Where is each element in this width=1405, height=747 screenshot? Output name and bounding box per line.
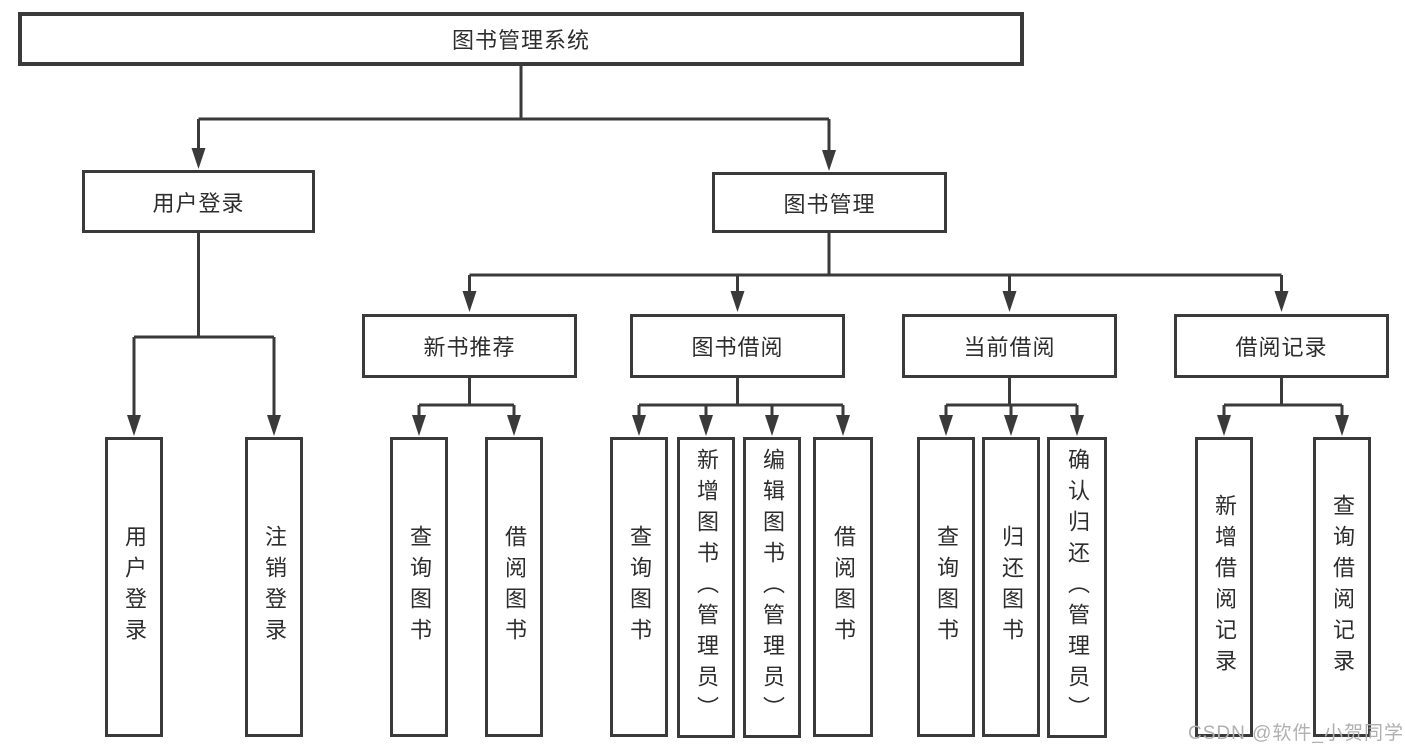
leaf-label: 新增图书（管理员） bbox=[694, 448, 719, 727]
leaf-label: 查询图书 bbox=[934, 525, 959, 649]
leaf-label: 查询借阅记录 bbox=[1330, 494, 1355, 680]
leaf-label: 借阅图书 bbox=[502, 525, 527, 649]
leaf-label: 查询图书 bbox=[407, 525, 432, 649]
leaf-label: 确认归还（管理员） bbox=[1065, 448, 1090, 727]
leaf-confirm-return-admin: 确认归还（管理员） bbox=[1047, 437, 1107, 738]
leaf-label: 借阅图书 bbox=[831, 525, 856, 649]
leaf-add-borrow-record: 新增借阅记录 bbox=[1195, 437, 1253, 737]
leaf-label: 查询图书 bbox=[627, 525, 652, 649]
node-library-management-system: 图书管理系统 bbox=[18, 12, 1024, 66]
leaf-query-books-2: 查询图书 bbox=[610, 437, 668, 737]
leaf-borrow-books-1: 借阅图书 bbox=[485, 437, 543, 737]
leaf-query-books-1: 查询图书 bbox=[390, 437, 448, 737]
node-new-book-recommend: 新书推荐 bbox=[362, 314, 577, 378]
node-borrow-records: 借阅记录 bbox=[1174, 314, 1389, 378]
node-current-borrow: 当前借阅 bbox=[902, 314, 1117, 378]
leaf-query-borrow-record: 查询借阅记录 bbox=[1313, 437, 1371, 737]
leaf-label: 编辑图书（管理员） bbox=[760, 448, 785, 727]
leaf-logout: 注销登录 bbox=[245, 437, 303, 737]
leaf-add-books-admin: 新增图书（管理员） bbox=[677, 437, 735, 738]
leaf-query-books-3: 查询图书 bbox=[917, 437, 975, 737]
leaf-label: 归还图书 bbox=[999, 525, 1024, 649]
node-user-login: 用户登录 bbox=[82, 170, 315, 233]
leaf-label: 注销登录 bbox=[262, 525, 287, 649]
node-book-management: 图书管理 bbox=[712, 172, 947, 233]
leaf-return-books: 归还图书 bbox=[982, 437, 1040, 737]
leaf-borrow-books-2: 借阅图书 bbox=[813, 437, 873, 737]
leaf-label: 新增借阅记录 bbox=[1212, 494, 1237, 680]
arrowheads bbox=[127, 148, 1349, 436]
leaf-user-login: 用户登录 bbox=[105, 437, 163, 737]
leaf-label: 用户登录 bbox=[122, 525, 147, 649]
watermark: CSDN @软件_小贺同学 bbox=[1188, 723, 1404, 744]
leaf-edit-books-admin: 编辑图书（管理员） bbox=[743, 437, 801, 738]
node-book-borrow: 图书借阅 bbox=[630, 314, 845, 378]
